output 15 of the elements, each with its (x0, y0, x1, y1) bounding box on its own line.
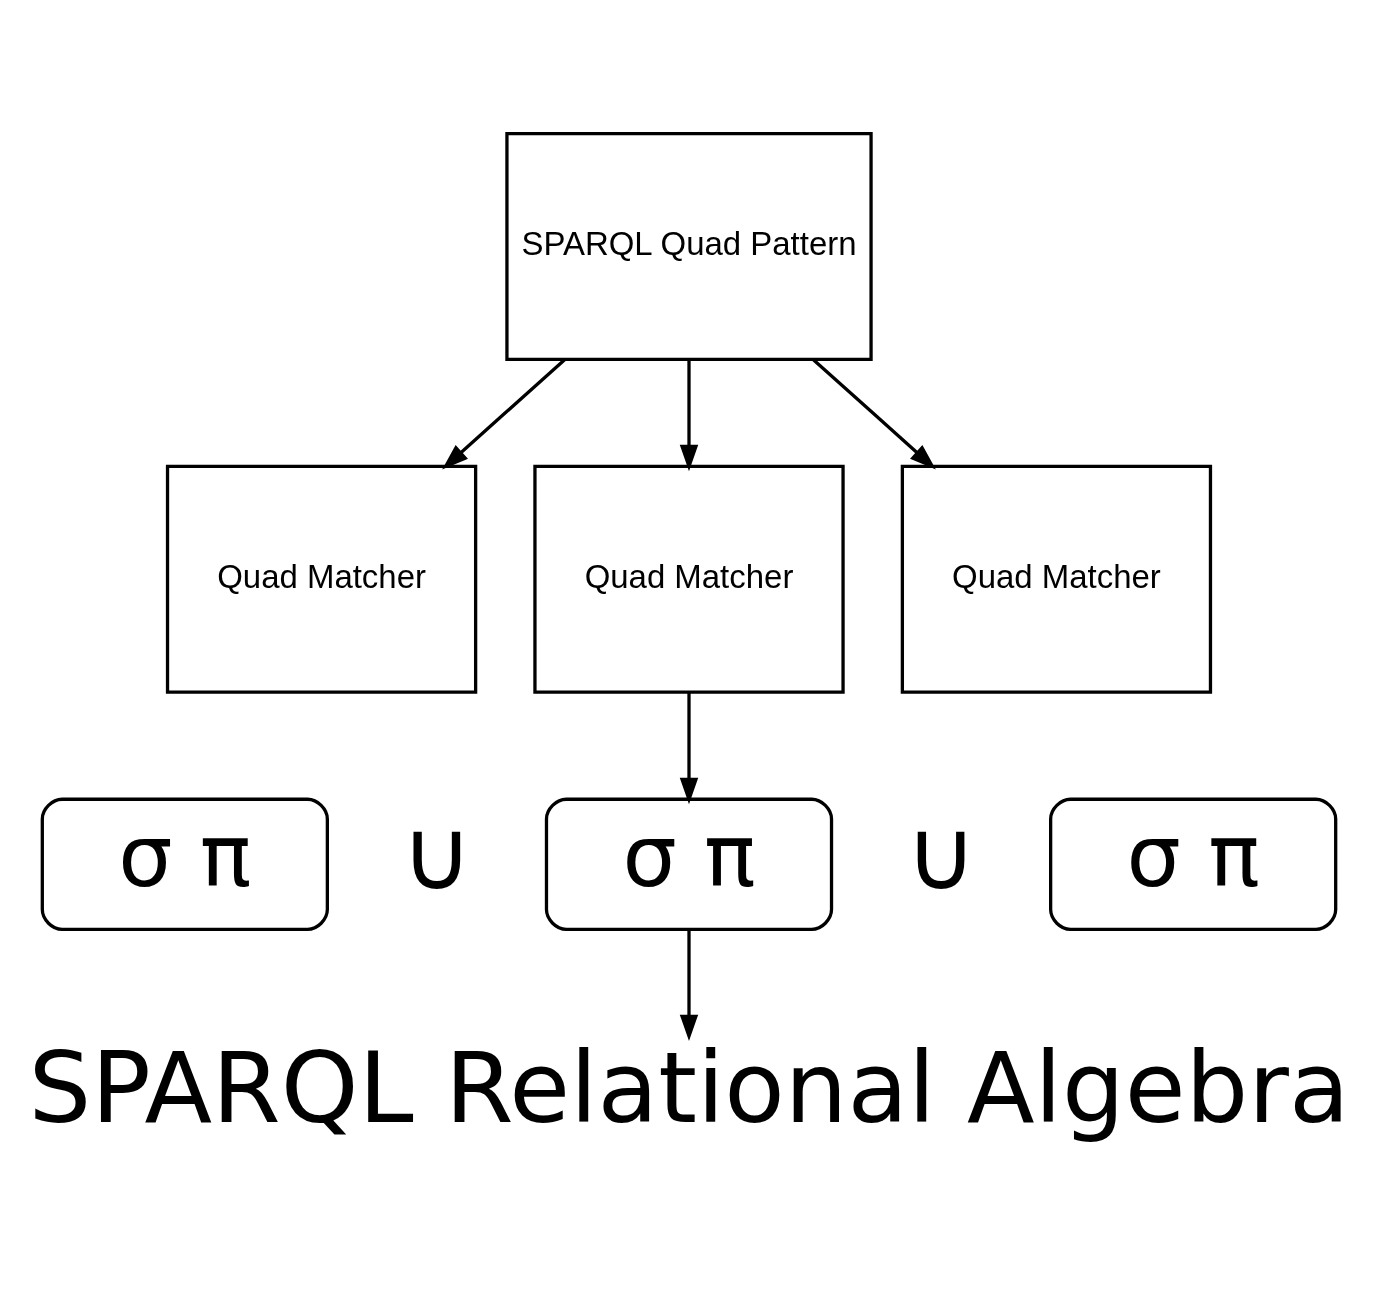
node-box: σ π (1049, 797, 1338, 931)
arrow (442, 357, 566, 469)
arrow (679, 691, 699, 804)
arrow (812, 357, 936, 469)
node-box: σ π (544, 797, 834, 931)
node-box: Quad Matcher (900, 464, 1213, 694)
label: ∪ (904, 796, 978, 912)
label: ∪ (400, 796, 474, 912)
arrow (679, 929, 699, 1041)
node-box: Quad Matcher (533, 464, 845, 694)
node-box: σ π (40, 797, 329, 931)
arrow (679, 359, 699, 471)
node-text: SPARQL Relational Algebra (28, 1029, 1350, 1145)
node-box: Quad Matcher (165, 464, 478, 694)
node-box: SPARQL Quad Pattern (505, 131, 873, 361)
